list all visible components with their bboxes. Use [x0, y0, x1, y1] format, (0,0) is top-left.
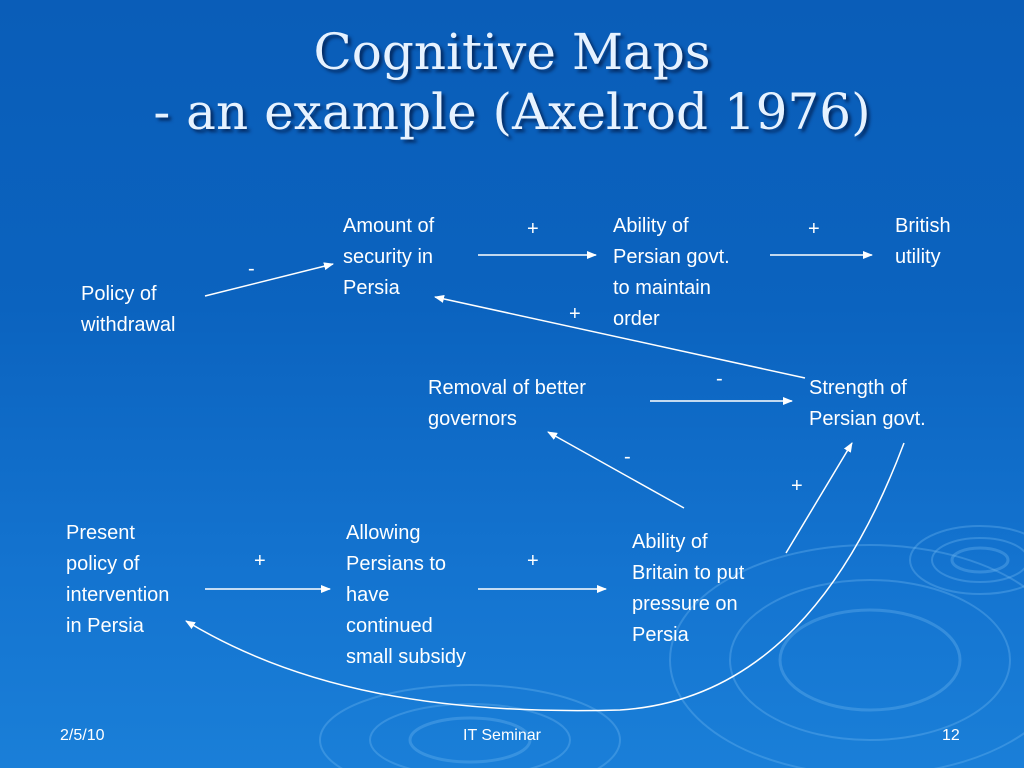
- node-ability-of-britain-to-pressure: Ability of Britain to put pressure on Pe…: [632, 531, 745, 646]
- sign-britain-to-strength: +: [791, 475, 803, 497]
- title-line-1: Cognitive Maps: [313, 23, 711, 81]
- arrow-britain-to-removal: [547, 431, 685, 509]
- sign-britain-to-removal: -: [624, 446, 631, 468]
- node-allowing-persians-subsidy: Allowing Persians to have continued smal…: [346, 522, 467, 668]
- node-present-policy-of-intervention: Present policy of intervention in Persia: [66, 522, 170, 637]
- node-strength-of-persian-govt: Strength of Persian govt.: [809, 377, 926, 430]
- sign-strength-to-security: +: [569, 303, 581, 325]
- title-line-2: - an example (Axelrod 1976): [153, 83, 871, 141]
- sign-security-to-ability: +: [527, 218, 539, 240]
- arrow-strength-to-security: [434, 295, 806, 379]
- sign-allowing-to-britain: +: [527, 550, 539, 572]
- node-removal-of-better-governors: Removal of better governors: [428, 377, 586, 430]
- arrow-strength-to-policy: [185, 442, 905, 712]
- node-amount-of-security: Amount of security in Persia: [343, 215, 435, 299]
- sign-withdrawal-to-security: -: [248, 258, 255, 280]
- footer-date: 2/5/10: [60, 727, 105, 744]
- footer-page-number: 12: [942, 727, 960, 744]
- slide-title: Cognitive Maps - an example (Axelrod 197…: [0, 22, 1024, 142]
- arrow-withdrawal-to-security: [204, 262, 334, 297]
- arrow-britain-to-strength: [785, 442, 853, 554]
- node-british-utility: British utility: [895, 215, 951, 268]
- sign-ability-to-utility: +: [808, 218, 820, 240]
- sign-removal-to-strength: -: [716, 368, 723, 390]
- node-ability-of-persian-govt: Ability of Persian govt. to maintain ord…: [613, 215, 730, 330]
- footer-title: IT Seminar: [463, 727, 541, 744]
- node-policy-of-withdrawal: Policy of withdrawal: [81, 283, 176, 336]
- sign-policy-to-allowing: +: [254, 550, 266, 572]
